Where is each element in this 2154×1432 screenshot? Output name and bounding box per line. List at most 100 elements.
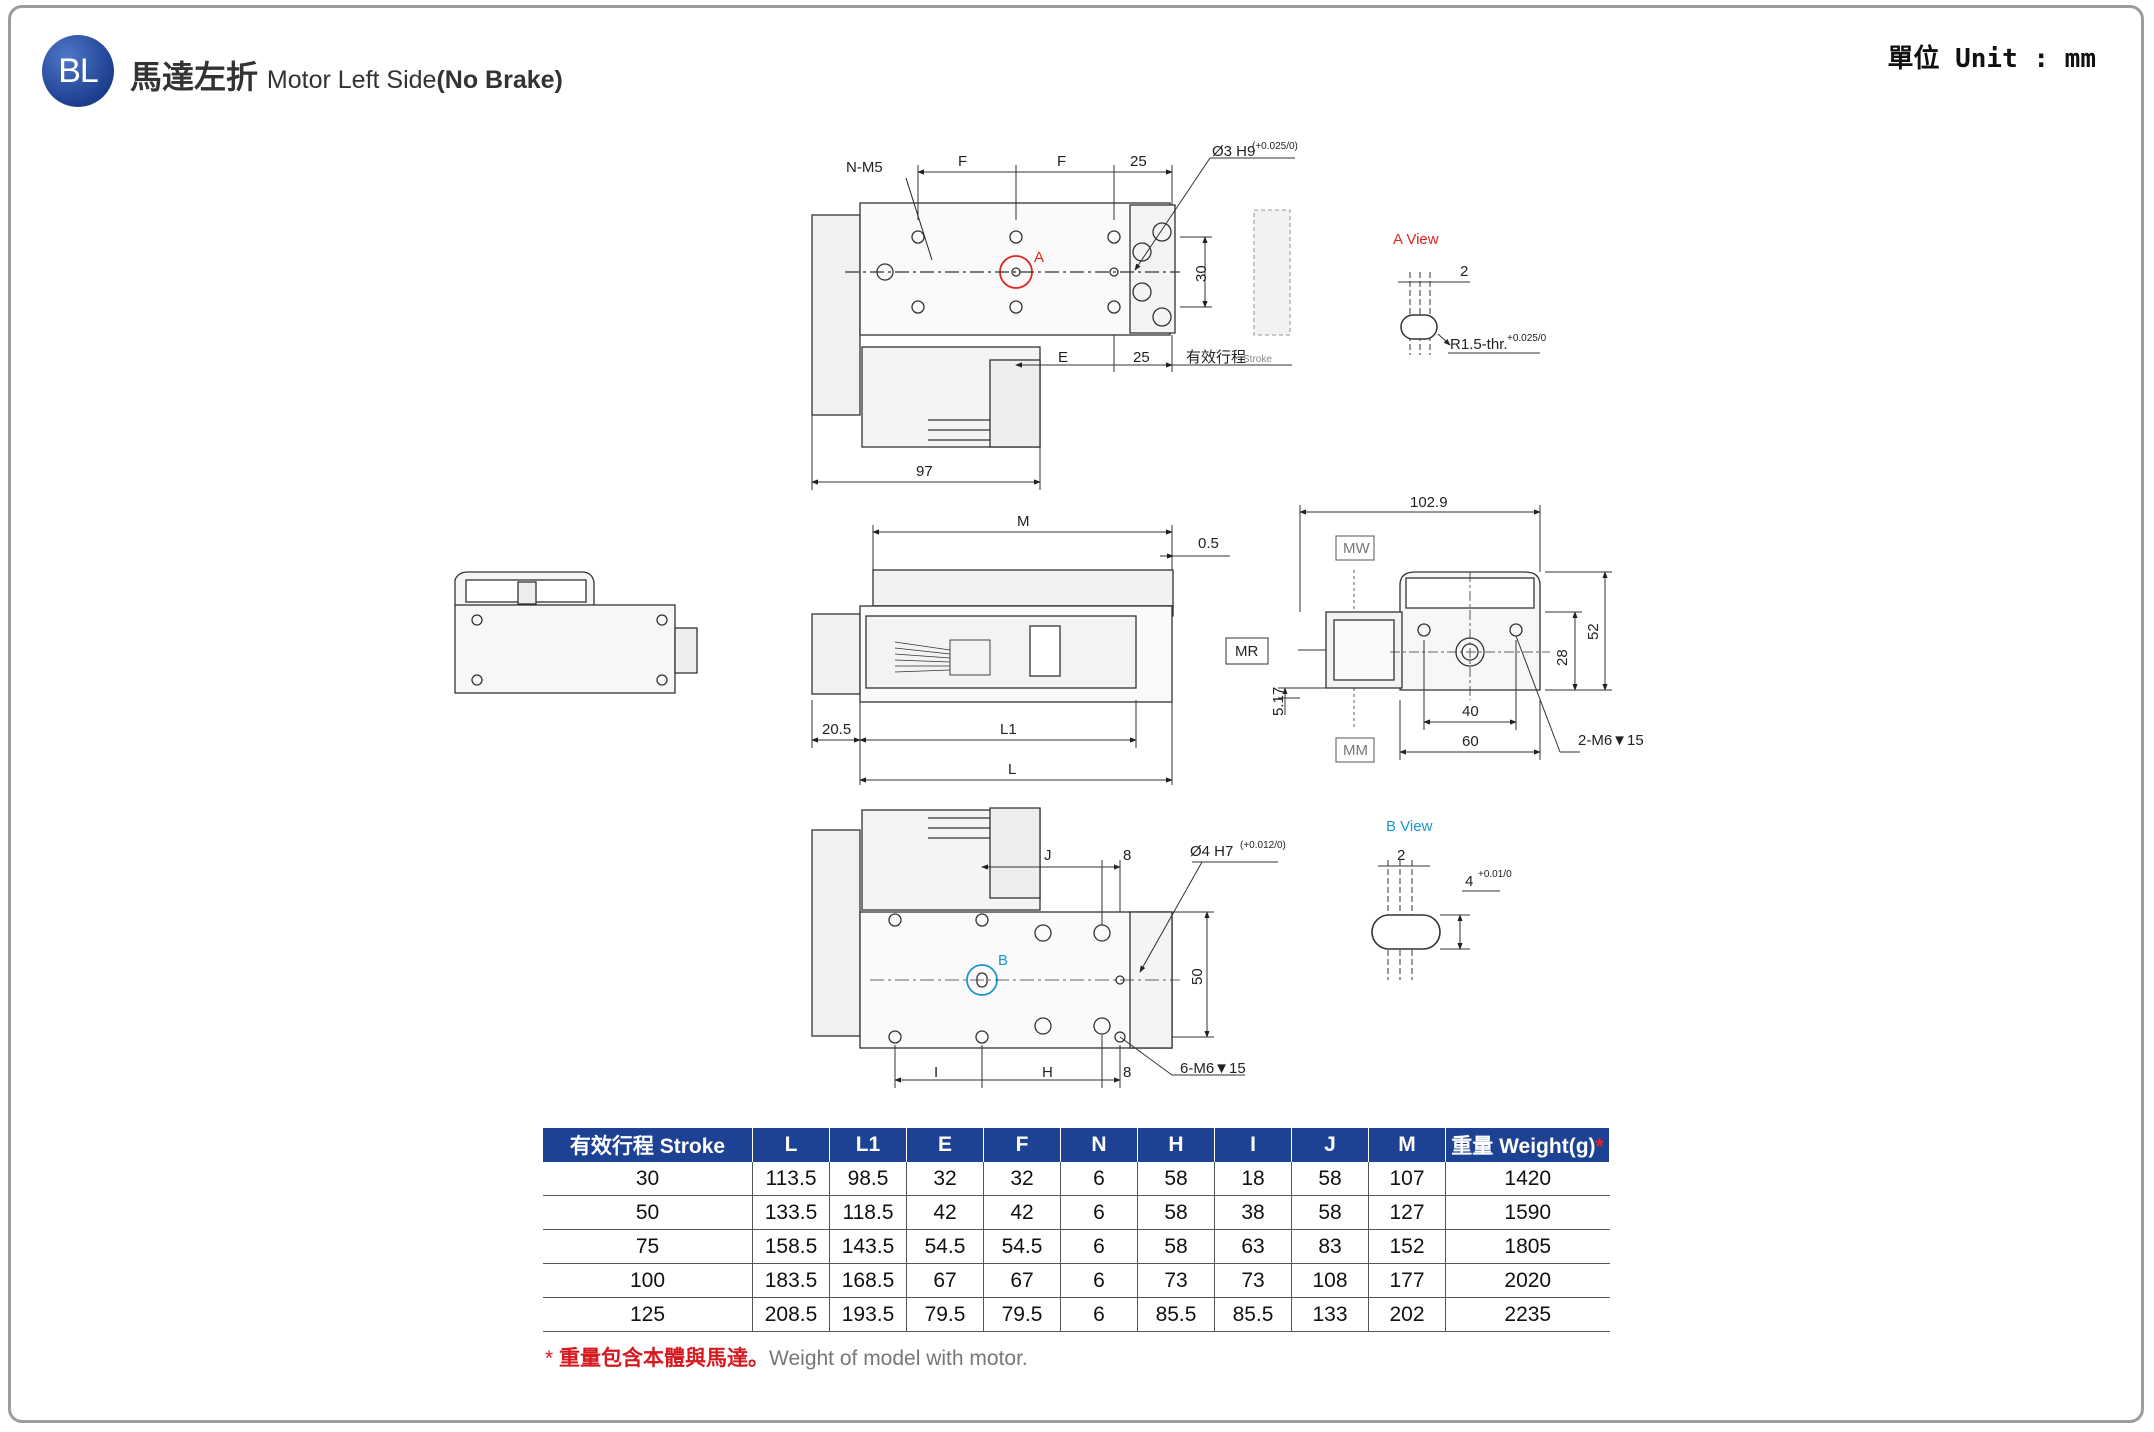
table-cell: 54.5 [906,1229,984,1264]
note-zh: 重量包含本體與馬達。 [553,1347,770,1370]
dim-30: 30 [1193,265,1210,282]
page-title: 馬達左折 Motor Left Side(No Brake) [130,52,563,98]
dim-8-bot: 8 [1123,1064,1131,1081]
dim-0-5: 0.5 [1198,535,1219,552]
dim-8-top: 8 [1123,847,1131,864]
dim-i: I [934,1064,938,1081]
table-cell: 208.5 [752,1297,830,1332]
dim-stroke-en: Stroke [1243,354,1272,365]
table-cell: 1805 [1445,1229,1610,1264]
dim-pin-bot: Ø4 H7 [1190,843,1233,860]
table-cell: 127 [1368,1195,1446,1230]
dim-60: 60 [1462,733,1479,750]
dim-j: J [1044,847,1052,864]
dim-2-m6: 2-M6▼15 [1578,732,1644,749]
table-cell: 1590 [1445,1195,1610,1230]
col-stroke: 有效行程 Stroke [543,1128,753,1162]
table-cell: 79.5 [983,1297,1061,1332]
a-view-title: A View [1393,231,1439,248]
bottom-view-text: J 8 Ø4 H7 (+0.012/0) B 50 I H 8 6-M6▼15 [934,840,1286,1081]
weight-note: * 重量包含本體與馬達。Weight of model with motor. [545,1342,1028,1372]
table-cell: 2020 [1445,1263,1610,1298]
b-view-title: B View [1386,818,1433,835]
table-cell: 118.5 [829,1195,907,1230]
table-cell: 83 [1291,1229,1369,1264]
dim-5-17: 5.17 [1270,687,1287,716]
model-badge: BL [42,35,114,107]
bottom-view-dims [894,860,1278,1088]
front-end-view [1325,570,1550,730]
bottom-view [811,807,1180,1049]
dim-20-5: 20.5 [822,721,851,738]
table-cell: 6 [1060,1162,1138,1196]
side-view-text: M 0.5 20.5 L1 L [822,513,1219,778]
table-cell: 67 [983,1263,1061,1298]
dim-28: 28 [1554,649,1571,666]
col-j: J [1291,1128,1369,1162]
a-view-dim-r: R1.5-thr. [1450,336,1508,353]
title-zh: 馬達左折 [130,59,259,95]
table-cell: 2235 [1445,1297,1610,1332]
weight-star: * [1595,1135,1604,1158]
table-cell: 177 [1368,1263,1446,1298]
box-mw: MW [1343,540,1370,557]
b-view-dim-tol: +0.01/0 [1478,869,1512,880]
col-n: N [1060,1128,1138,1162]
table-cell: 58 [1291,1195,1369,1230]
dim-pin-top-tol: (+0.025/0) [1252,141,1298,152]
table-cell: 38 [1214,1195,1292,1230]
a-view-dim-tol: +0.025/0 [1507,333,1547,344]
table-cell: 73 [1137,1263,1215,1298]
table-cell: 58 [1137,1162,1215,1196]
dim-50: 50 [1189,968,1206,985]
top-view [811,202,1291,448]
mark-a: A [1034,249,1044,266]
table-cell: 133 [1291,1297,1369,1332]
table-cell: 30 [543,1162,753,1196]
mark-b: B [998,952,1008,969]
title-paren: (No Brake) [436,66,563,94]
table-cell: 32 [906,1162,984,1196]
table-cell: 6 [1060,1195,1138,1230]
dim-97: 97 [916,463,933,480]
side-view [811,569,1174,703]
note-en: Weight of model with motor. [769,1347,1028,1370]
table-cell: 133.5 [752,1195,830,1230]
b-view-dim-4: 4 [1465,873,1473,890]
table-cell: 202 [1368,1297,1446,1332]
dim-h: H [1042,1064,1053,1081]
b-view-dim-2: 2 [1397,847,1405,864]
table-cell: 6 [1060,1297,1138,1332]
side-view-dims [811,525,1230,785]
table-cell: 6 [1060,1263,1138,1298]
dim-25-top: 25 [1130,153,1147,170]
box-mm: MM [1343,742,1368,759]
table-cell: 58 [1137,1195,1215,1230]
col-weight-label: 重量 Weight(g) [1451,1135,1596,1158]
table-cell: 143.5 [829,1229,907,1264]
dim-l1: L1 [1000,721,1017,738]
col-i: I [1214,1128,1292,1162]
title-en: Motor Left Side [266,66,437,94]
col-f: F [983,1128,1061,1162]
col-m: M [1368,1128,1446,1162]
table-cell: 1420 [1445,1162,1610,1196]
dim-m: M [1017,513,1030,530]
table-cell: 183.5 [752,1263,830,1298]
spec-table: 有效行程 Stroke L L1 E F N H I J M 重量 Weight… [543,1128,1610,1332]
table-cell: 100 [543,1263,753,1298]
table-cell: 32 [983,1162,1061,1196]
dim-n-m5: N-M5 [846,159,883,176]
table-cell: 125 [543,1297,753,1332]
table-cell: 168.5 [829,1263,907,1298]
col-weight: 重量 Weight(g)* [1445,1128,1610,1162]
unit-label: 單位 Unit : mm [1887,44,2096,74]
top-view-text: N-M5 F F 25 Ø3 H9 (+0.025/0) A 30 E 25 有… [846,141,1298,480]
table-cell: 107 [1368,1162,1446,1196]
table-cell: 6 [1060,1229,1138,1264]
dim-f2: F [1057,153,1066,170]
